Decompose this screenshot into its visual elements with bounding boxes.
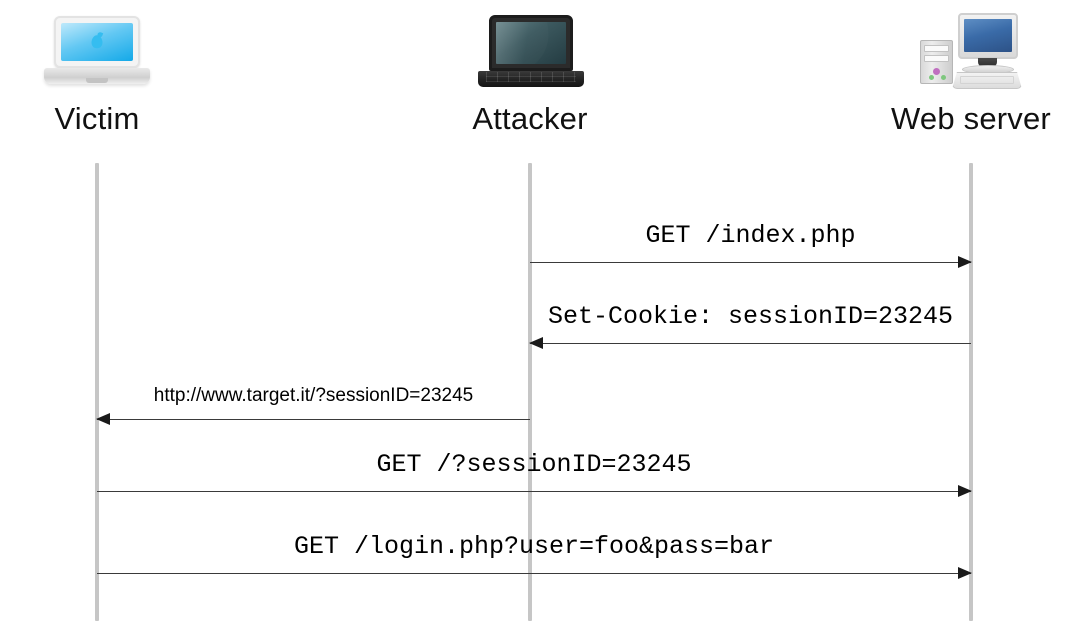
laptop-keyboard [486,72,576,82]
screen-glare [496,22,553,64]
laptop-lid [54,16,140,68]
monitor-neck [978,58,997,67]
actor-label-victim: Victim [54,101,140,136]
laptop-base [44,68,150,84]
apple-logo-icon [91,35,103,49]
message-line [97,491,971,492]
laptop-screen [61,23,133,61]
black-laptop-icon [475,14,585,94]
message-line [97,419,530,420]
arrowhead-right-icon [958,485,972,497]
laptop-notch [86,78,108,83]
message-label: GET /?sessionID=23245 [376,450,692,479]
laptop-base [478,71,584,87]
keyboard-keys [960,76,1014,84]
laptop-screen [496,22,566,64]
message-line [530,343,971,344]
power-button-icon [933,68,940,75]
laptop-lid [489,15,573,71]
message-line [530,262,971,263]
arrowhead-left-icon [96,413,110,425]
arrowhead-left-icon [529,337,543,349]
status-led-icon [929,75,934,80]
message-line [97,573,971,574]
lifeline-victim [95,163,99,621]
computer-tower [920,40,953,84]
message-label: Set-Cookie: sessionID=23245 [547,302,954,331]
white-laptop-icon [42,14,152,94]
drive-bay [924,55,949,62]
status-led-icon [941,75,946,80]
actor-label-webserver: Web server [891,101,1051,136]
actor-label-attacker: Attacker [472,101,588,136]
lifeline-attacker [528,163,532,621]
desktop-computer-icon [916,12,1026,92]
message-label: http://www.target.it/?sessionID=23245 [153,385,474,406]
arrowhead-right-icon [958,256,972,268]
monitor-screen [964,19,1012,52]
message-label: GET /login.php?user=foo&pass=bar [293,532,775,561]
actor-webserver: Web server [841,0,1086,150]
lifeline-webserver [969,163,973,621]
actor-attacker: Attacker [400,0,660,150]
arrowhead-right-icon [958,567,972,579]
drive-bay [924,45,949,52]
monitor [958,13,1018,59]
keyboard [952,72,1022,89]
message-label: GET /index.php [645,221,856,250]
actor-victim: Victim [0,0,227,150]
